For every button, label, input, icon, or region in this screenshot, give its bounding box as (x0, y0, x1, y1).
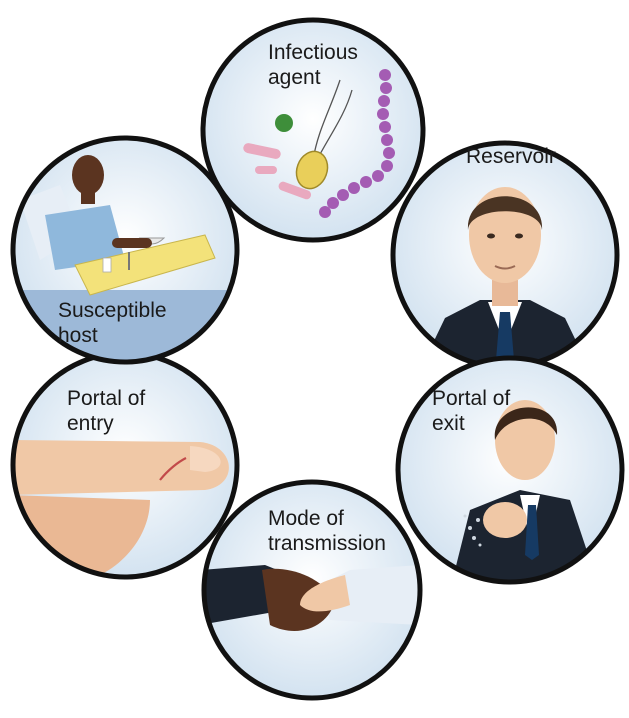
portal-of-entry-label: Portal of entry (67, 386, 145, 436)
reservoir-label: Reservoir (466, 144, 556, 169)
mode-of-transmission-label: Mode of transmission (268, 506, 386, 556)
infectious-agent-label: Infectious agent (268, 40, 358, 90)
coccus-illustration (275, 114, 293, 132)
reservoir-circle (393, 143, 617, 370)
susceptible-host-label: Susceptible host (58, 298, 167, 348)
portal-of-exit-label: Portal of exit (432, 386, 510, 436)
